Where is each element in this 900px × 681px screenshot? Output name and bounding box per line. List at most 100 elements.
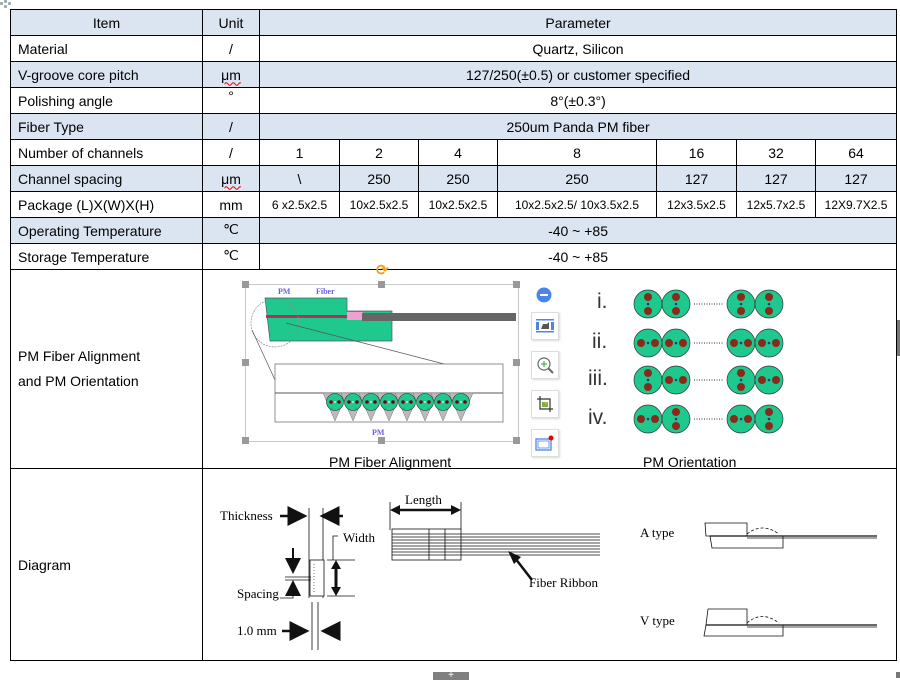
- stress-rod: [672, 307, 680, 315]
- spacing-cell: 127: [814, 165, 898, 192]
- layout-options-button[interactable]: [531, 312, 559, 340]
- row-item: Fiber Type: [10, 113, 203, 140]
- fiber-core-dot: [406, 401, 408, 403]
- zoom-circle: [250, 298, 300, 348]
- operating-temp-row: Operating Temperature ℃ -40 ~ +85: [10, 217, 898, 244]
- stress-rod: [391, 400, 395, 404]
- package-cell: 10x2.5x2.5: [418, 191, 498, 218]
- stress-rod: [427, 400, 431, 404]
- core-dot: [767, 341, 771, 345]
- collapse-button[interactable]: [536, 287, 552, 303]
- table-row: Fiber Type / 250um Panda PM fiber: [10, 113, 898, 140]
- channel-cell: 16: [656, 139, 737, 166]
- border-icon: [535, 435, 554, 451]
- spacing-cell: 250: [497, 165, 657, 192]
- layout-wrap-icon: [536, 319, 554, 333]
- stress-rod: [737, 383, 745, 391]
- stress-rod: [445, 400, 449, 404]
- image-border-button[interactable]: [531, 429, 559, 457]
- pm-orientation-image: [633, 289, 784, 434]
- core-dot: [646, 341, 650, 345]
- label-fiber: Fiber: [316, 287, 335, 296]
- resize-handle[interactable]: [242, 281, 249, 288]
- fiber-core-dot: [334, 401, 336, 403]
- label-thickness: Thickness: [220, 508, 273, 523]
- stress-rod: [765, 293, 773, 301]
- stress-rod: [365, 400, 369, 404]
- resize-handle[interactable]: [242, 359, 249, 366]
- fiber-core-dot: [460, 401, 462, 403]
- package-cell: 10x2.5x2.5: [339, 191, 419, 218]
- row-item: Package (L)X(W)X(H): [10, 191, 203, 218]
- fiber-core-dot: [388, 401, 390, 403]
- stress-rod: [337, 400, 341, 404]
- label-pm-bottom: PM: [372, 428, 385, 437]
- table-row: Material / Quartz, Silicon: [10, 35, 898, 62]
- resize-handle[interactable]: [378, 281, 385, 288]
- row-item: PM Fiber Alignment: [18, 348, 141, 364]
- table-row: V-groove core pitch μm 127/250(±0.5) or …: [10, 61, 898, 88]
- stress-rod: [730, 339, 738, 347]
- package-cell: 10x2.5x2.5/ 10x3.5x2.5: [497, 191, 657, 218]
- pm-fiber-alignment-image: PM Fiber PM: [250, 287, 516, 437]
- row-item: Storage Temperature: [10, 243, 203, 270]
- row-item: Operating Temperature: [10, 217, 203, 244]
- label-1mm: 1.0 mm: [237, 623, 277, 638]
- stress-rod: [765, 408, 773, 416]
- label-length: Length: [405, 492, 442, 507]
- core-dot: [739, 417, 743, 421]
- label-fiber-ribbon: Fiber Ribbon: [529, 575, 598, 590]
- crop-image-button[interactable]: [531, 390, 559, 418]
- header-parameter: Parameter: [258, 9, 898, 36]
- channel-cell: 2: [339, 139, 419, 166]
- core-dot: [646, 417, 650, 421]
- resize-handle[interactable]: [378, 437, 385, 444]
- label-v-type: V type: [640, 613, 675, 628]
- row-value: 8°(±0.3°): [258, 87, 898, 114]
- core-dot: [646, 302, 650, 306]
- orientation-label: i.: [597, 290, 608, 313]
- stress-rod: [644, 307, 652, 315]
- resize-handle[interactable]: [513, 359, 520, 366]
- core-dot: [674, 378, 678, 382]
- channel-cell: 1: [259, 139, 340, 166]
- stress-rod: [455, 400, 459, 404]
- stress-rod: [401, 400, 405, 404]
- stress-rod: [355, 400, 359, 404]
- stress-rod: [409, 400, 413, 404]
- resize-handle[interactable]: [513, 281, 520, 288]
- zoom-image-button[interactable]: [531, 351, 559, 379]
- fiber-core-dot: [424, 401, 426, 403]
- crop-icon: [537, 396, 553, 412]
- stress-rod: [744, 339, 752, 347]
- stress-rod: [672, 422, 680, 430]
- channels-row: Number of channels / 1 2 4 8 16 32 64: [10, 139, 898, 166]
- vgroove-array: [322, 392, 474, 422]
- channel-cell: 32: [736, 139, 816, 166]
- row-unit: /: [202, 35, 260, 62]
- row-value: Quartz, Silicon: [258, 35, 898, 62]
- rotate-handle-icon[interactable]: ⟳: [376, 262, 389, 279]
- resize-handle[interactable]: [242, 437, 249, 444]
- row-item: and PM Orientation: [18, 373, 139, 389]
- table-row: Polishing angle ° 8°(±0.3°): [10, 87, 898, 114]
- table-resize-handle[interactable]: [896, 672, 900, 678]
- stress-rod: [765, 422, 773, 430]
- stress-rod: [373, 400, 377, 404]
- fiber-ribbon-lines: [392, 533, 600, 556]
- resize-column-handle[interactable]: [897, 320, 900, 356]
- row-item: Number of channels: [10, 139, 203, 166]
- stress-rod: [737, 293, 745, 301]
- package-cell: 12x3.5x2.5: [656, 191, 737, 218]
- spacing-cell: 127: [736, 165, 816, 192]
- fiber-core-dot: [352, 401, 354, 403]
- row-unit: °: [202, 87, 260, 114]
- stress-rod: [637, 415, 645, 423]
- caption-pm-orientation: PM Orientation: [643, 454, 737, 470]
- row-unit: μm: [221, 66, 241, 83]
- add-row-button[interactable]: +: [433, 671, 469, 681]
- core-dot: [739, 341, 743, 345]
- row-value: -40 ~ +85: [258, 243, 898, 270]
- table-move-handle[interactable]: [0, 0, 11, 10]
- resize-handle[interactable]: [513, 437, 520, 444]
